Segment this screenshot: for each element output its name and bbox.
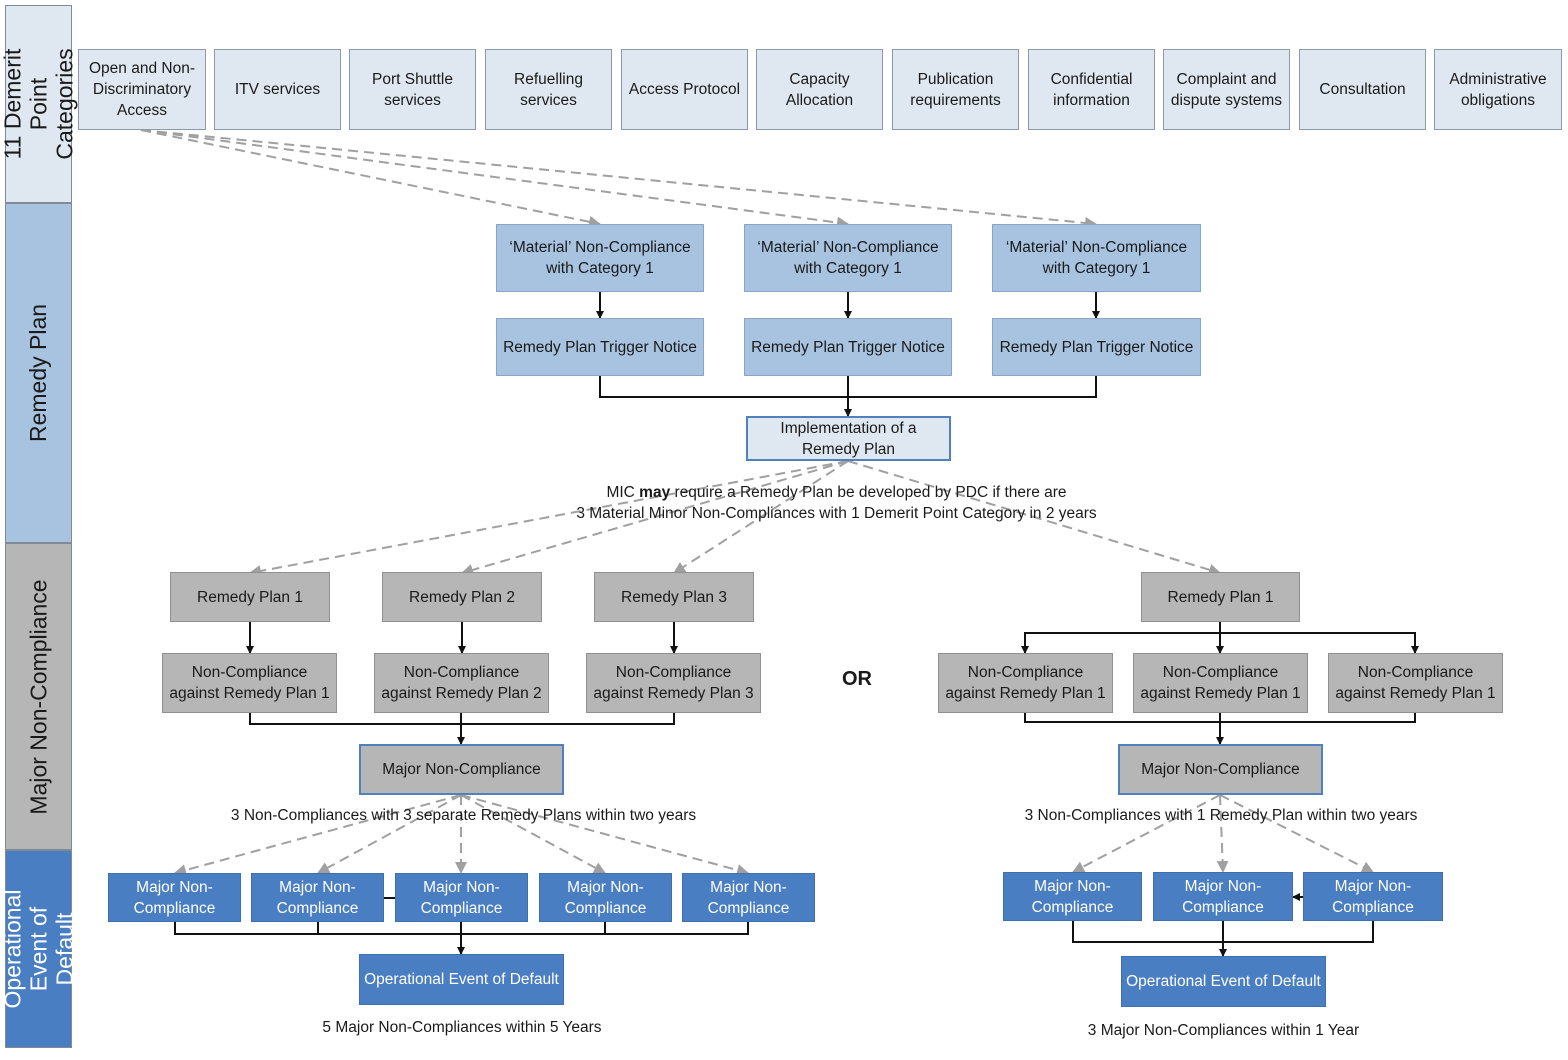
trigger-notice-box: Remedy Plan Trigger Notice xyxy=(992,318,1201,376)
dashed-arrow xyxy=(460,794,606,874)
operational-event-box: Operational Event of Default xyxy=(1121,956,1326,1007)
major-noncompliance-box: Major Non-Compliance xyxy=(682,873,815,922)
major-noncompliance-box: Major Non-Compliance xyxy=(1003,872,1142,921)
dashed-arrow xyxy=(140,129,1097,229)
oed-left-note: 5 Major Non-Compliances within 5 Years xyxy=(322,1019,602,1036)
category-box: Publication requirements xyxy=(892,49,1019,130)
remedy-plan-box: Remedy Plan 1 xyxy=(170,572,330,622)
dashed-arrow xyxy=(847,460,1221,576)
category-box: Capacity Allocation xyxy=(756,49,883,130)
dashed-arrow xyxy=(1072,794,1221,873)
category-box: Complaint and dispute systems xyxy=(1163,49,1290,130)
dashed-arrow xyxy=(1219,794,1374,873)
major-left-note: 3 Non-Compliances with 3 separate Remedy… xyxy=(230,807,697,824)
note-prefix: MIC xyxy=(606,484,640,501)
major-noncompliance-box: Major Non-Compliance xyxy=(395,873,528,922)
noncompliance-box: Non-Compliance against Remedy Plan 2 xyxy=(374,653,549,713)
trigger-notice-box: Remedy Plan Trigger Notice xyxy=(744,318,952,376)
dashed-arrow xyxy=(317,794,462,874)
category-box: ITV services xyxy=(214,49,341,130)
noncompliance-box: Non-Compliance against Remedy Plan 3 xyxy=(586,653,761,713)
band-operational-event: Operational Event of Default xyxy=(0,850,78,1048)
major-noncompliance-box: Major Non-Compliance xyxy=(539,873,672,922)
band-major-noncompliance: Major Non-Compliance xyxy=(5,543,72,850)
major-noncompliance-box: Major Non-Compliance xyxy=(1153,872,1293,921)
category-box: Administrative obligations xyxy=(1434,49,1562,130)
remedy-plan-note: MIC may require a Remedy Plan be develop… xyxy=(430,482,1243,524)
dashed-arrow xyxy=(460,794,749,876)
remedy-plan-box: Remedy Plan 3 xyxy=(594,572,754,622)
dashed-arrow xyxy=(140,129,601,228)
category-box: Port Shuttle services xyxy=(349,49,476,130)
note-rest: require a Remedy Plan be developed by PD… xyxy=(670,484,1067,501)
major-noncompliance-box: Major Non-Compliance xyxy=(1303,872,1443,921)
band-major-noncompliance-label: Major Non-Compliance xyxy=(25,578,52,815)
band-demerit: 11 Demerit Point Categories xyxy=(0,5,78,203)
category-box: Refuelling services xyxy=(485,49,612,130)
band-remedy-plan-label: Remedy Plan xyxy=(25,303,52,443)
dashed-arrow xyxy=(174,794,462,876)
material-noncompliance-box: ‘Material’ Non-Compliance with Category … xyxy=(992,224,1201,292)
dashed-arrow xyxy=(249,460,849,577)
dashed-arrow xyxy=(140,129,849,229)
material-noncompliance-box: ‘Material’ Non-Compliance with Category … xyxy=(496,224,704,292)
band-remedy-plan: Remedy Plan xyxy=(5,203,72,543)
major-noncompliance-box: Major Non-Compliance xyxy=(1118,744,1323,795)
category-box: Consultation xyxy=(1299,49,1426,130)
oed-right-note: 3 Major Non-Compliances within 1 Year xyxy=(1087,1022,1360,1039)
remedy-plan-box: Remedy Plan 1 xyxy=(1141,572,1300,622)
category-box: Confidential information xyxy=(1028,49,1155,130)
noncompliance-box: Non-Compliance against Remedy Plan 1 xyxy=(1133,653,1308,713)
operational-event-box: Operational Event of Default xyxy=(359,954,564,1005)
remedy-plan-note-line1: MIC may require a Remedy Plan be develop… xyxy=(430,482,1243,503)
dashed-arrow xyxy=(1216,794,1229,873)
noncompliance-box: Non-Compliance against Remedy Plan 1 xyxy=(938,653,1113,713)
major-right-note: 3 Non-Compliances with 1 Remedy Plan wit… xyxy=(1024,807,1418,824)
remedy-plan-note-line2: 3 Material Minor Non-Compliances with 1 … xyxy=(576,505,1097,522)
remedy-plan-box: Remedy Plan 2 xyxy=(382,572,542,622)
major-noncompliance-box: Major Non-Compliance xyxy=(359,744,564,795)
or-label: OR xyxy=(842,668,872,690)
noncompliance-box: Non-Compliance against Remedy Plan 1 xyxy=(1328,653,1503,713)
category-box: Open and Non-Discriminatory Access xyxy=(78,49,206,130)
dashed-arrow xyxy=(673,460,849,574)
trigger-notice-box: Remedy Plan Trigger Notice xyxy=(496,318,704,376)
noncompliance-box: Non-Compliance against Remedy Plan 1 xyxy=(162,653,337,713)
major-noncompliance-box: Major Non-Compliance xyxy=(108,873,241,922)
dashed-arrow xyxy=(461,460,849,576)
category-box: Access Protocol xyxy=(621,49,748,130)
major-noncompliance-box: Major Non-Compliance xyxy=(251,873,384,922)
band-demerit-label: 11 Demerit Point Categories xyxy=(0,48,78,160)
material-noncompliance-box: ‘Material’ Non-Compliance with Category … xyxy=(744,224,952,292)
implementation-box: Implementation of a Remedy Plan xyxy=(746,416,951,461)
note-emphasis: may xyxy=(639,484,671,501)
band-operational-event-label: Operational Event of Default xyxy=(0,889,78,1009)
